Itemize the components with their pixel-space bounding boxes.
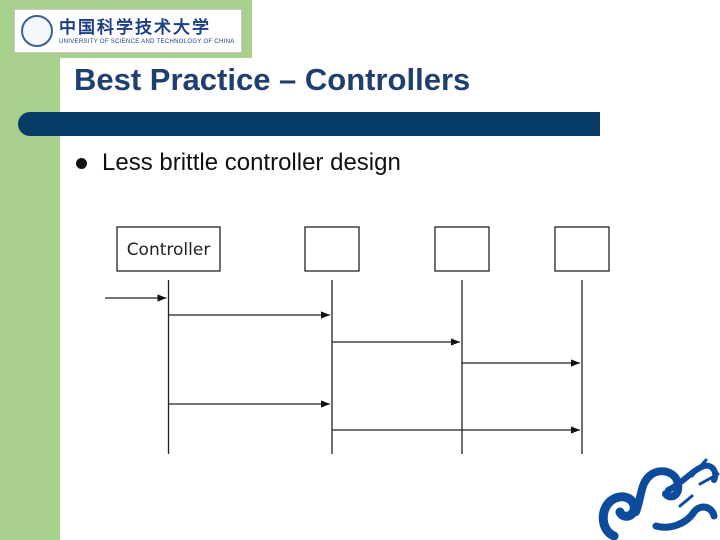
- bullet-icon: [76, 158, 87, 169]
- participant-box-3: [554, 226, 610, 272]
- participant-2: [434, 226, 490, 272]
- university-logo: 中国科学技术大学 UNIVERSITY OF SCIENCE AND TECHN…: [14, 9, 242, 53]
- university-seal-icon: [21, 15, 53, 47]
- dragon-logo: [598, 458, 720, 540]
- logo-english-name: UNIVERSITY OF SCIENCE AND TECHNOLOGY OF …: [59, 39, 235, 45]
- participant-label-0: Controller: [127, 240, 211, 260]
- bullet-item: Less brittle controller design: [102, 149, 401, 176]
- participant-box-0: [116, 226, 221, 272]
- sequence-diagram: Controller: [105, 226, 610, 454]
- logo-chinese-name: 中国科学技术大学: [59, 18, 211, 38]
- participant-box-2: [434, 226, 490, 272]
- left-accent-band: [0, 0, 60, 540]
- title-underline-bar: [18, 112, 600, 136]
- participant-1: [304, 226, 360, 272]
- participant-box-1: [304, 226, 360, 272]
- participant-0: Controller: [116, 226, 221, 272]
- slide-title: Best Practice – Controllers: [74, 62, 471, 97]
- participant-3: [554, 226, 610, 272]
